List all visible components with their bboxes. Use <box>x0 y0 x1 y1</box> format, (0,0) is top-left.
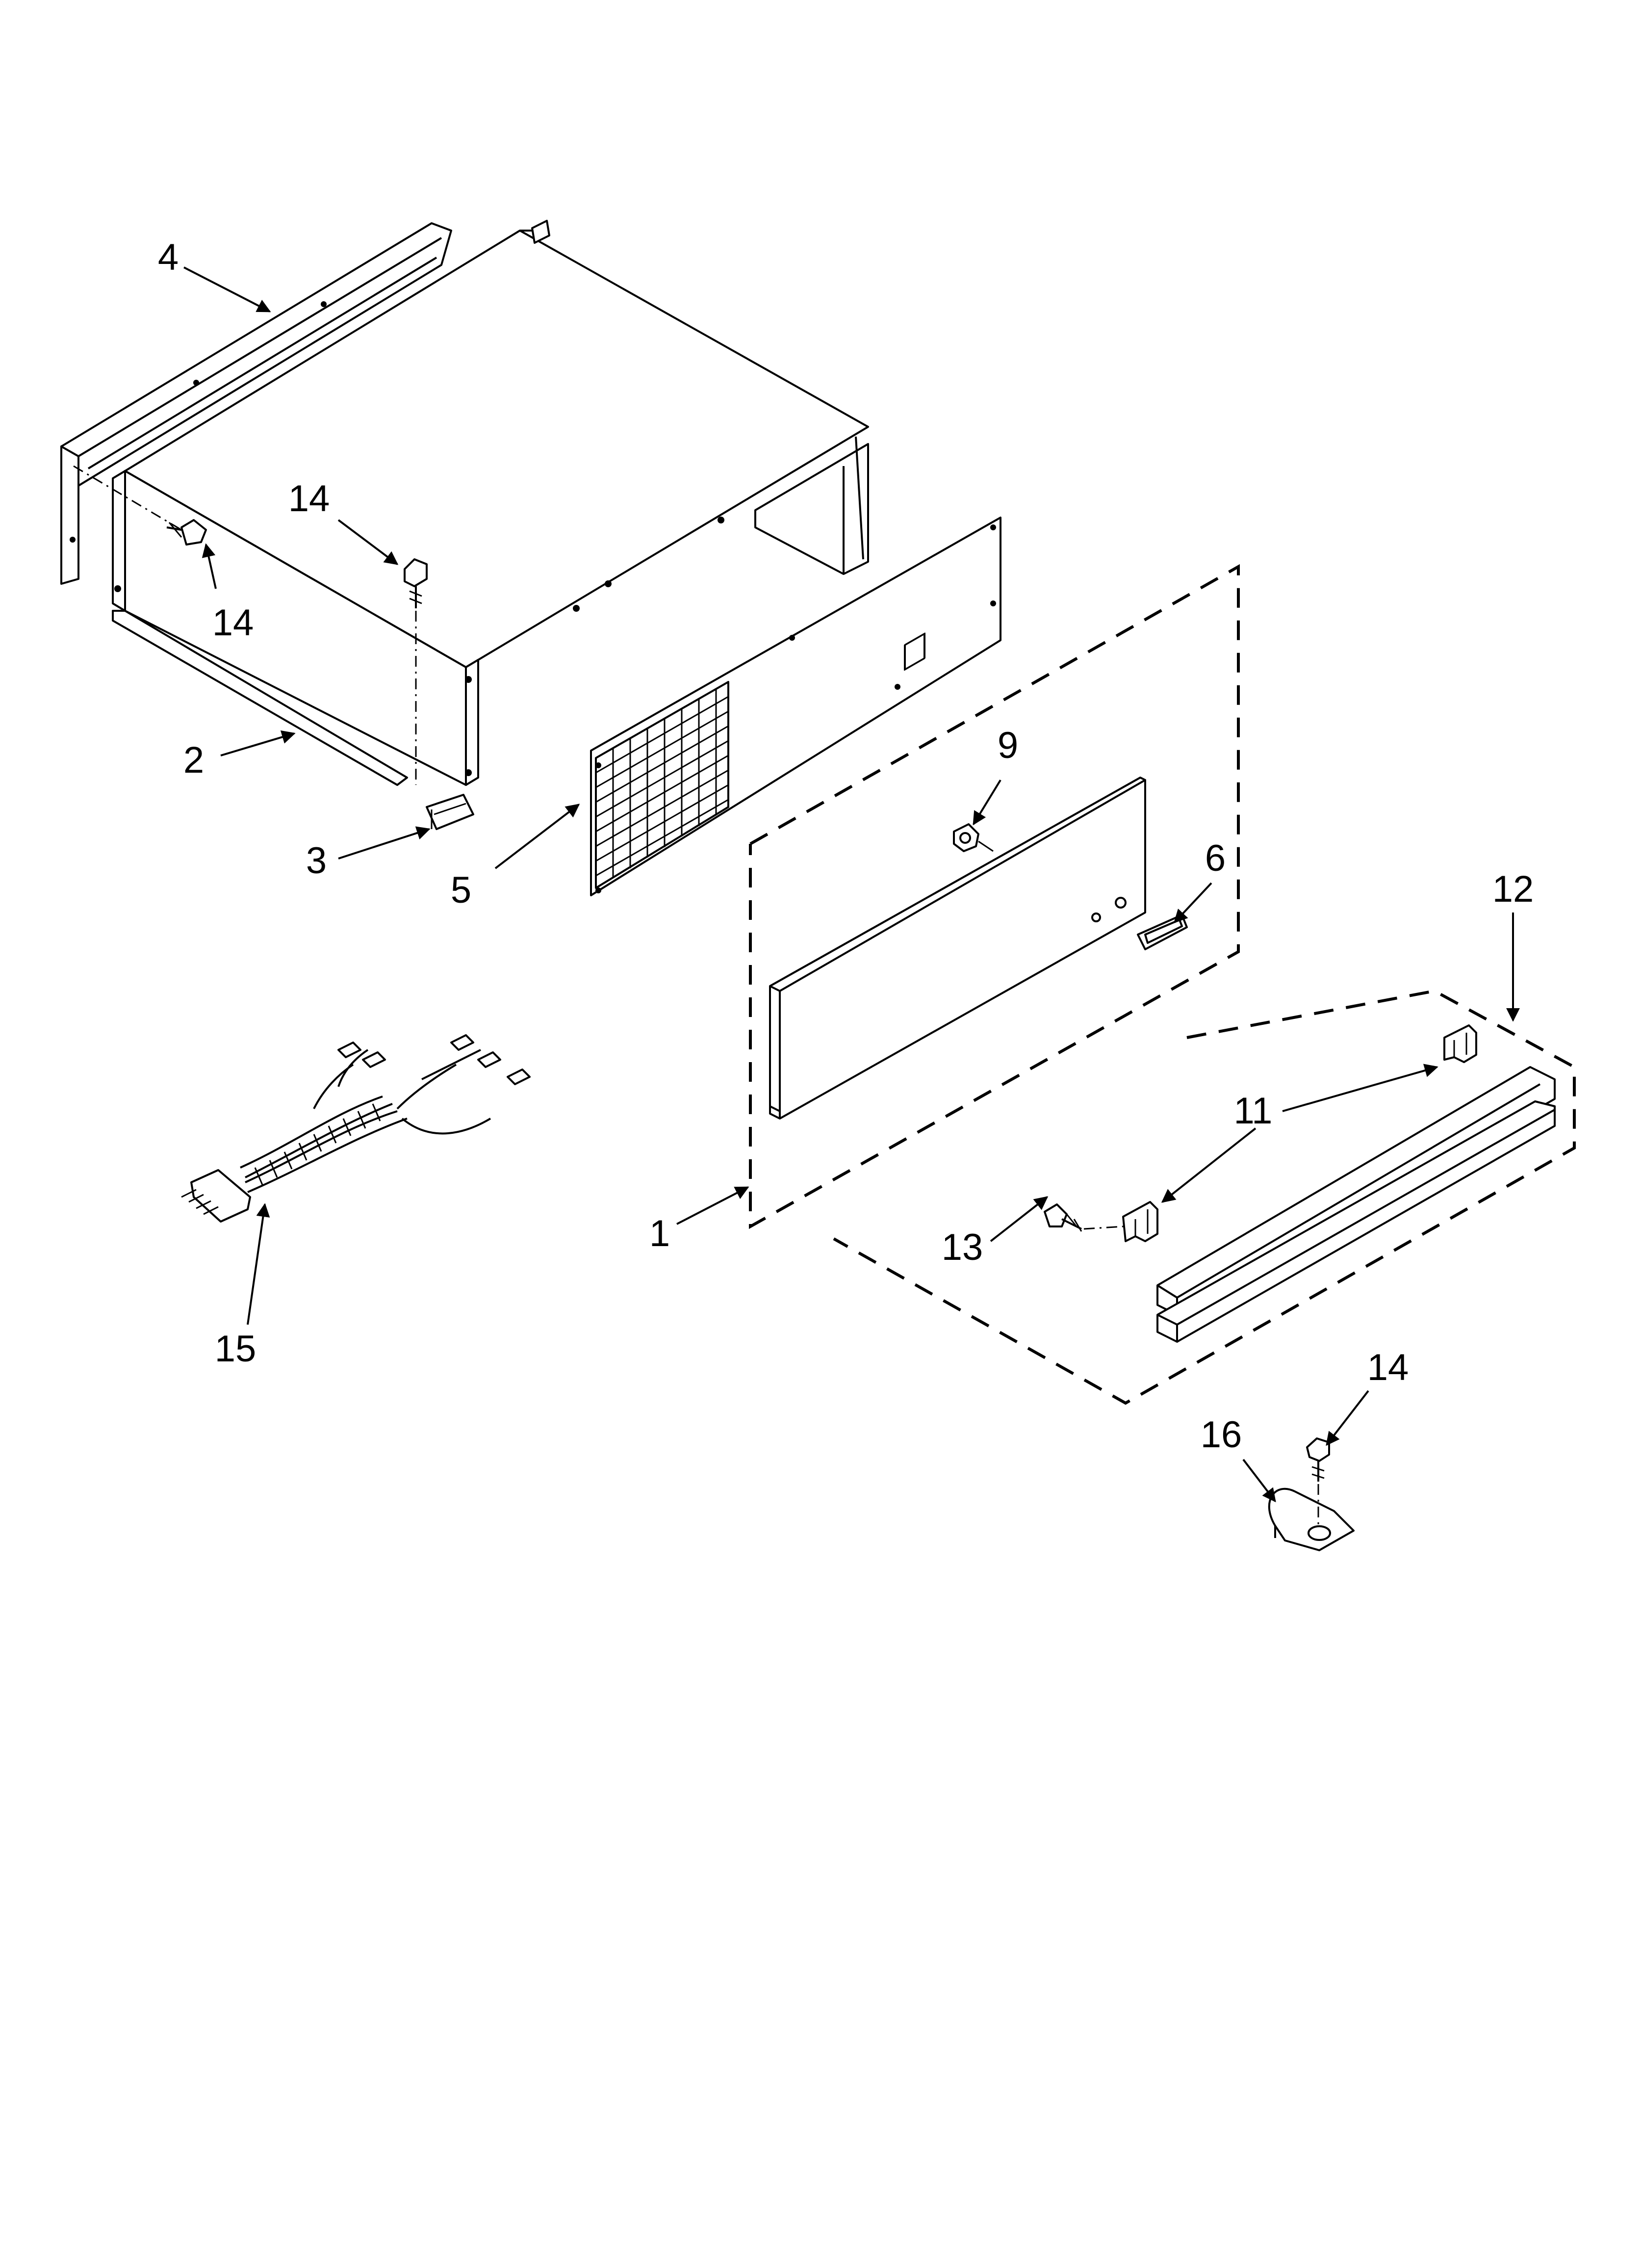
clip-part-11-upper <box>1443 1024 1477 1063</box>
clamp-part-16 <box>1268 1487 1355 1551</box>
clip-part-11-lower <box>1122 1201 1158 1242</box>
callout-12: 12 <box>1492 868 1534 910</box>
callout-9: 9 <box>998 725 1018 766</box>
callout-1: 1 <box>649 1213 670 1254</box>
rear-rail-part-4 <box>60 222 452 585</box>
bracket-part-3 <box>426 794 474 830</box>
nut-part-9 <box>953 823 994 852</box>
grille-panel-part-5 <box>590 517 1001 896</box>
callout-labels: 4 14 14 2 3 5 9 6 12 11 13 1 15 14 16 <box>158 236 1534 1456</box>
callout-15: 15 <box>215 1328 257 1370</box>
screw-part-14-rear <box>166 519 207 546</box>
front-panel <box>769 777 1146 1120</box>
callout-5: 5 <box>451 869 471 911</box>
trim-strip-upper <box>1156 1066 1556 1316</box>
screw-part-13 <box>1044 1203 1082 1232</box>
callout-14-top: 14 <box>288 478 330 520</box>
screw-path-line-13 <box>1083 1225 1124 1230</box>
screw-part-14-top <box>404 558 428 608</box>
trim-strip-lower <box>1156 1100 1556 1343</box>
screw-path-line <box>73 465 182 531</box>
kickplate-assembly-part-1 <box>749 564 1240 1229</box>
callout-13: 13 <box>942 1226 983 1268</box>
callout-11: 11 <box>1234 1090 1273 1132</box>
corrugated-wrap <box>254 1103 381 1185</box>
callout-6: 6 <box>1205 837 1226 879</box>
louver-grid <box>595 681 729 889</box>
callout-16: 16 <box>1201 1414 1242 1456</box>
screw-part-14-clamp <box>1306 1437 1330 1482</box>
callout-4: 4 <box>158 236 179 278</box>
callout-2: 2 <box>183 739 204 781</box>
callout-3: 3 <box>306 840 327 882</box>
callout-14-rear: 14 <box>212 602 254 644</box>
callout-14-clamp: 14 <box>1367 1347 1409 1388</box>
trim-assembly-part-12 <box>833 989 1576 1405</box>
callout-leaders <box>183 266 1520 1503</box>
wire-harness-part-15 <box>181 1034 531 1223</box>
insert-part-6 <box>1137 914 1188 950</box>
